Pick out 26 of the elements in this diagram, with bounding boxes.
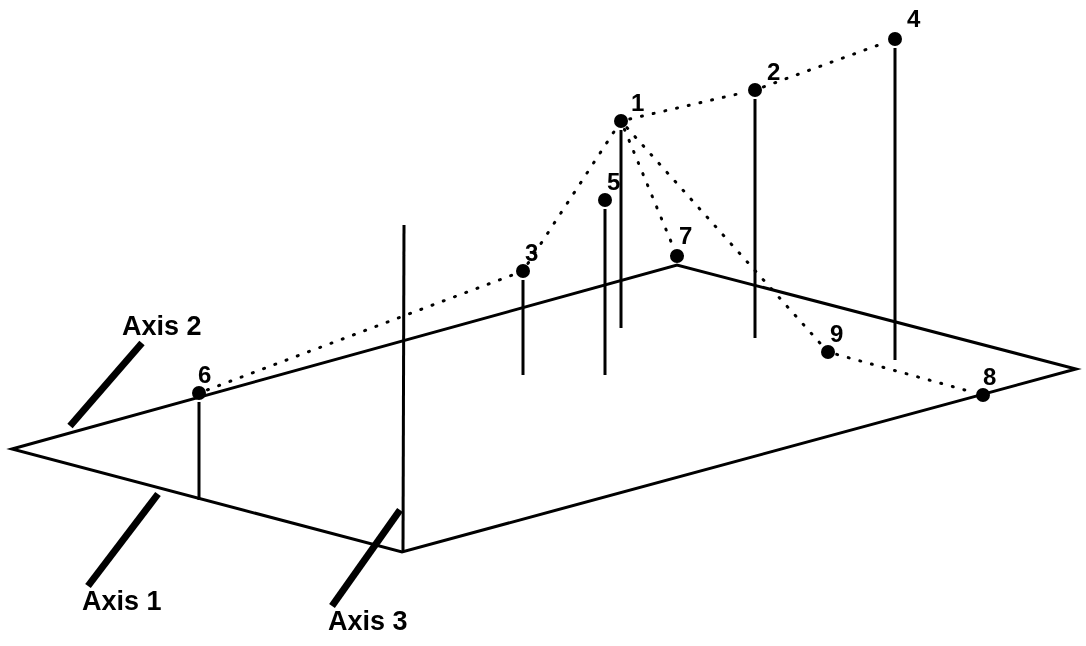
point-label: 9 xyxy=(830,322,844,346)
data-point xyxy=(976,388,990,402)
data-point xyxy=(670,249,684,263)
data-point xyxy=(614,114,628,128)
point-label: 1 xyxy=(631,91,645,115)
point-label: 8 xyxy=(983,365,997,389)
point-label: 2 xyxy=(767,60,781,84)
point-label: 6 xyxy=(198,363,212,387)
axis-label: Axis 2 xyxy=(122,311,202,341)
leader-line xyxy=(85,491,161,589)
data-point xyxy=(192,386,206,400)
data-point xyxy=(516,264,530,278)
dotted-line xyxy=(625,126,824,347)
data-point xyxy=(598,193,612,207)
point-label: 5 xyxy=(607,170,621,194)
leader-line xyxy=(329,507,403,609)
point-label: 4 xyxy=(907,7,921,31)
data-point xyxy=(748,83,762,97)
data-point xyxy=(888,32,902,46)
point-label: 7 xyxy=(679,224,693,248)
dotted-line xyxy=(526,127,618,265)
axis-label: Axis 3 xyxy=(328,606,408,636)
point-label: 3 xyxy=(525,241,539,265)
leader-line xyxy=(67,340,145,429)
data-point xyxy=(821,345,835,359)
axis-label: Axis 1 xyxy=(82,586,162,616)
